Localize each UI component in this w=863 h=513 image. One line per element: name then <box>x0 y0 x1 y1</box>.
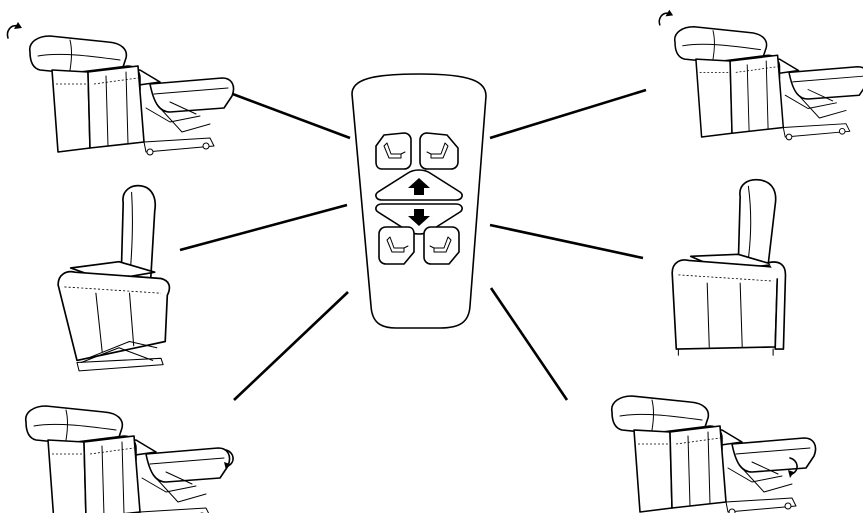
chair-bottom-right <box>610 395 817 513</box>
lift-down-button[interactable] <box>375 203 463 235</box>
remote-body <box>351 73 487 329</box>
connector-top-right <box>489 88 647 140</box>
footrest-extend-button[interactable] <box>378 226 415 265</box>
lift-up-arrow-icon <box>408 178 430 195</box>
footrest-retract-button[interactable] <box>423 226 460 265</box>
counter-clockwise-arrow-icon <box>6 21 23 39</box>
chair-top-left <box>6 21 235 156</box>
connector-top-left <box>229 91 351 140</box>
remote-control <box>351 73 487 329</box>
connector-bottom-left <box>233 291 349 401</box>
backrest-upright-button[interactable] <box>419 132 459 170</box>
counter-clockwise-arrow-icon <box>658 8 674 26</box>
connector-lines <box>179 88 647 401</box>
connector-middle-left <box>179 203 348 252</box>
connector-middle-right <box>489 223 644 260</box>
lift-up-button[interactable] <box>375 169 463 201</box>
chair-middle-left <box>57 184 171 372</box>
chair-middle-right <box>671 178 787 357</box>
chair-bottom-left <box>24 405 234 513</box>
backrest-recline-button[interactable] <box>375 132 412 170</box>
lift-down-arrow-icon <box>408 209 430 226</box>
chair-top-right <box>658 8 863 141</box>
connector-bottom-right <box>489 287 569 401</box>
